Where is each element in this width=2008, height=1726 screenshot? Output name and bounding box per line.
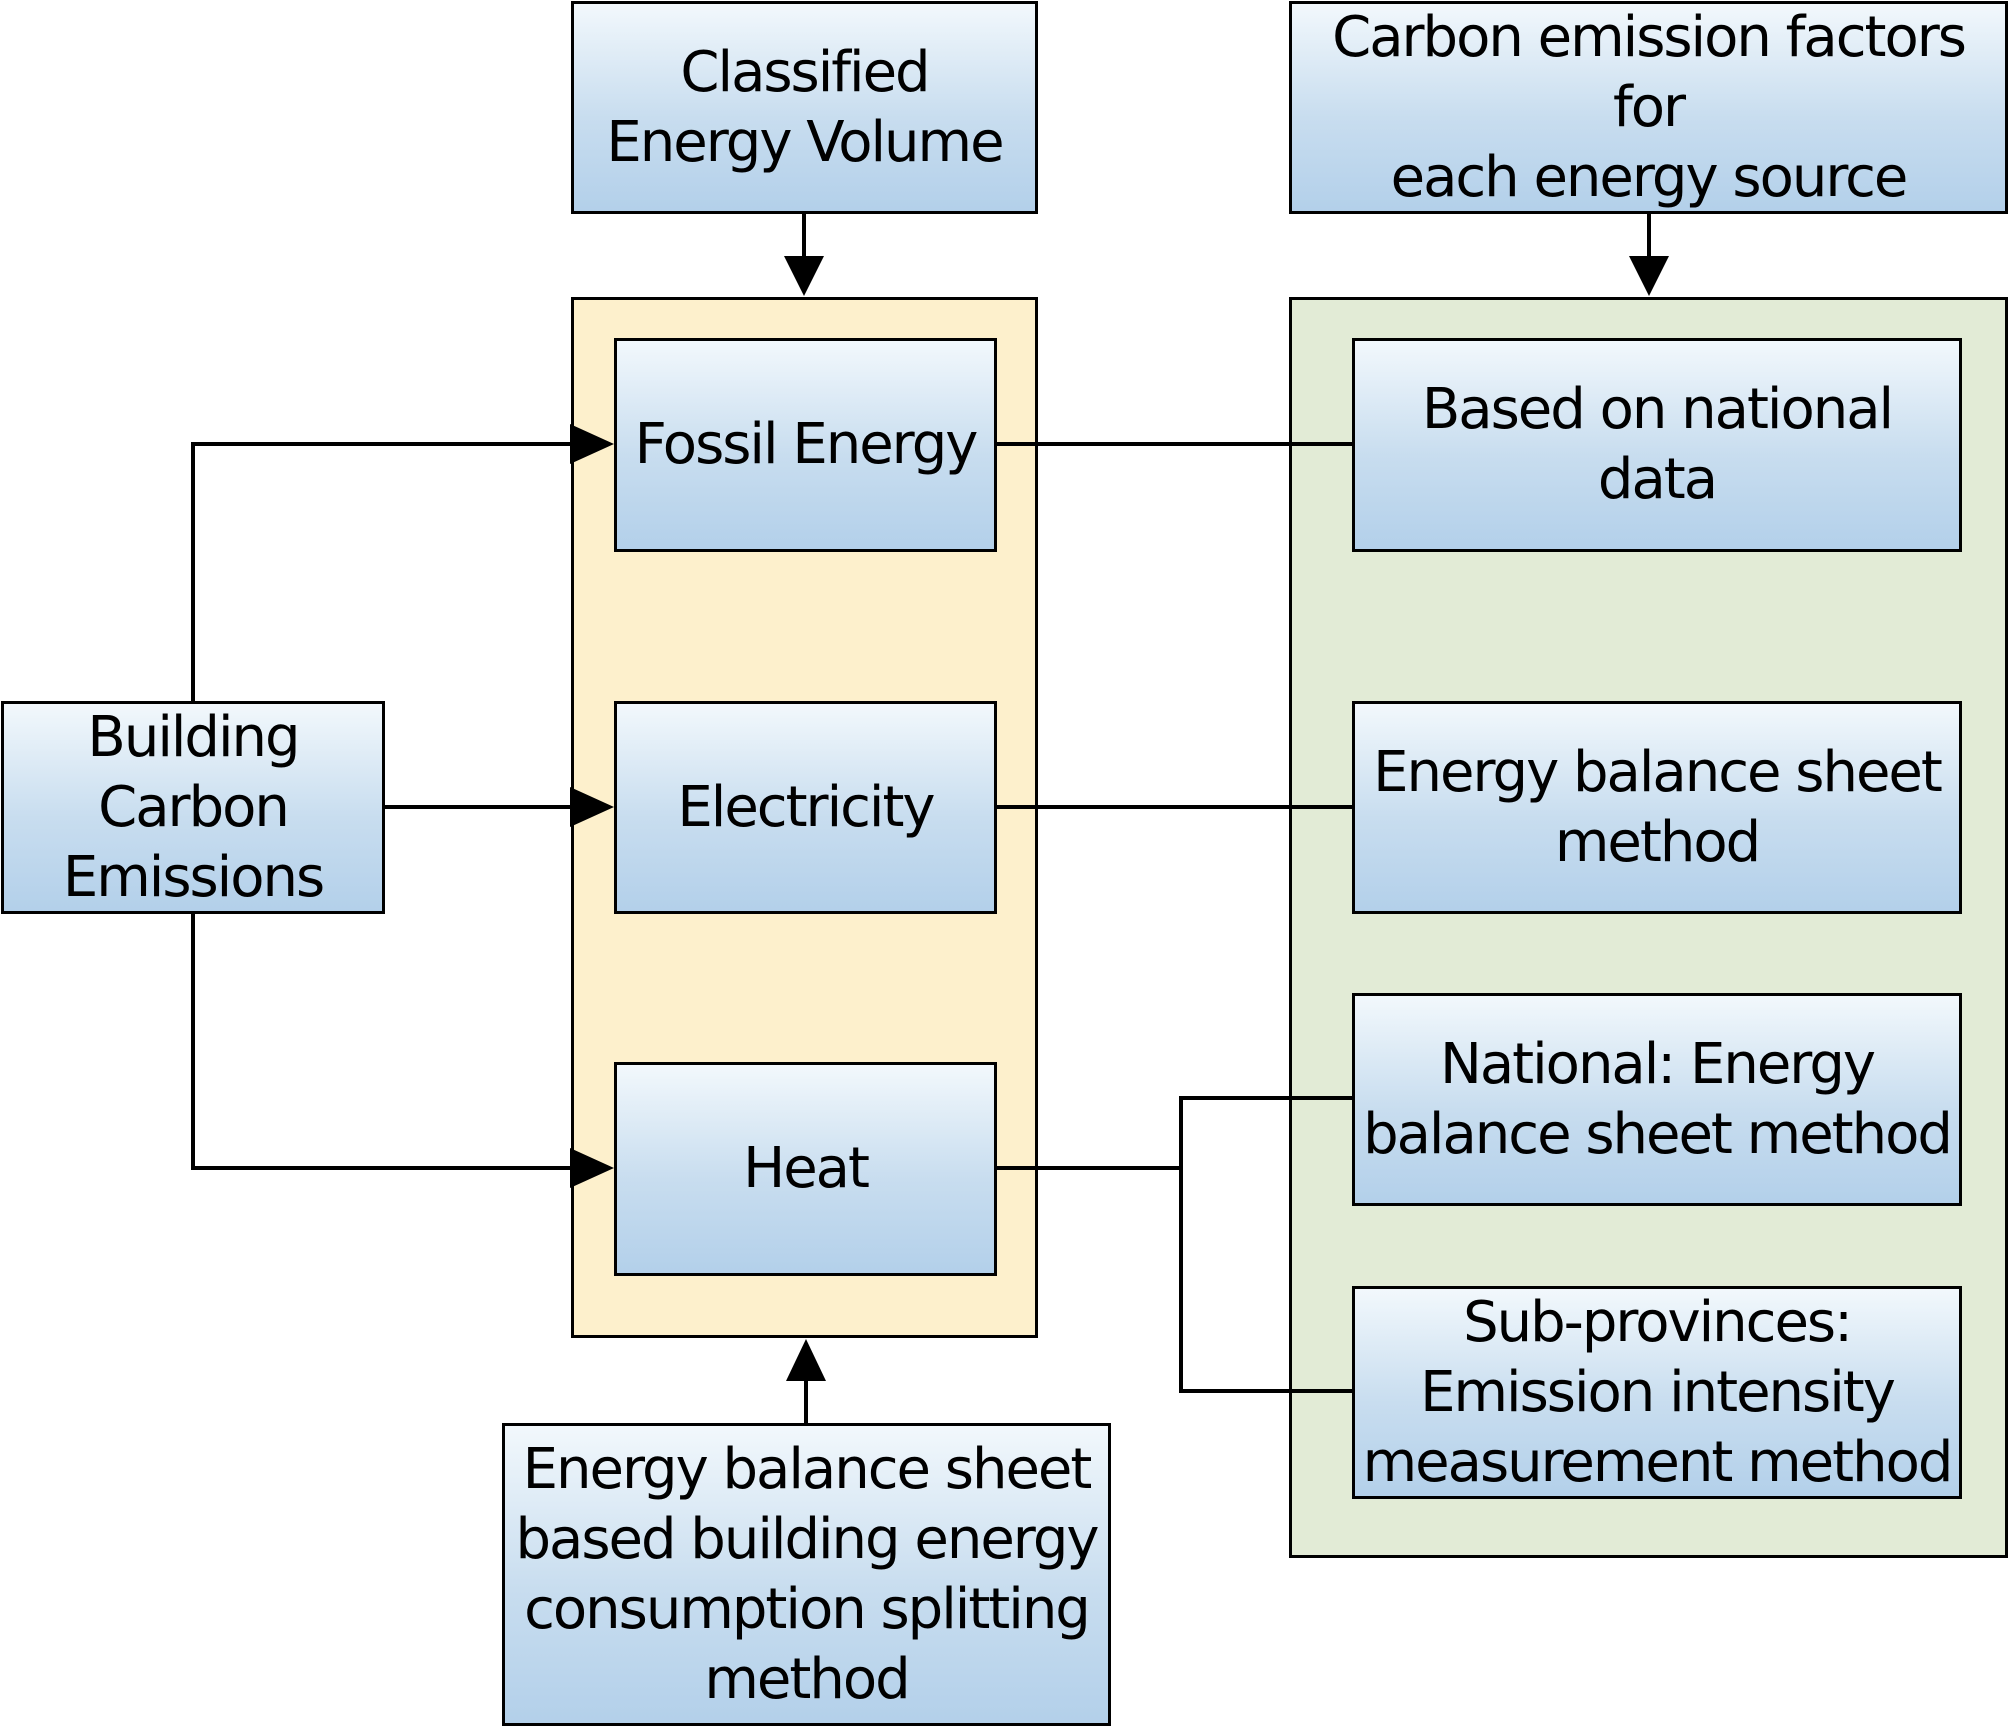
sub-provinces-line-2: Emission intensity (1420, 1359, 1896, 1425)
branch-to-fossil (191, 442, 570, 701)
classified-energy-volume-box: Classified Energy Volume (571, 1, 1038, 214)
heat-box: Heat (614, 1062, 997, 1276)
national-data-box: Based on national data (1352, 338, 1962, 552)
arrowhead-fossil (570, 424, 614, 464)
energy-splitting-method-box: Energy balance sheet based building ener… (502, 1423, 1111, 1726)
carbon-factors-line-1: Carbon emission factors for (1332, 4, 1967, 140)
carbon-emission-factors-box: Carbon emission factors for each energy … (1289, 1, 2008, 214)
building-emissions-line-2: Carbon (98, 774, 290, 840)
splitting-line-3: consumption splitting (524, 1576, 1091, 1642)
balance-sheet-line-2: method (1554, 809, 1761, 875)
national-balance-line-1: National: Energy (1439, 1031, 1876, 1097)
splitting-line-2: based building energy (515, 1506, 1099, 1572)
arrowhead-factors (1629, 256, 1669, 296)
energy-balance-sheet-box: Energy balance sheet method (1352, 701, 1962, 914)
electricity-box: Electricity (614, 701, 997, 914)
arrowhead-electricity (570, 787, 614, 827)
balance-sheet-line-1: Energy balance sheet (1373, 739, 1943, 805)
heat-label: Heat (743, 1136, 870, 1201)
sub-provinces-line-3: measurement method (1362, 1429, 1954, 1495)
national-data-label: Based on national data (1421, 377, 1894, 512)
arrowhead-classified (784, 256, 824, 296)
splitting-line-4: method (704, 1646, 910, 1712)
national-energy-balance-box: National: Energy balance sheet method (1352, 993, 1962, 1206)
national-balance-line-2: balance sheet method (1363, 1101, 1953, 1167)
arrowhead-heat (570, 1148, 614, 1188)
branch-to-heat (191, 913, 570, 1170)
arrowhead-splitting (786, 1339, 826, 1381)
building-carbon-emissions-box: Building Carbon Emissions (1, 701, 385, 914)
sub-provinces-box: Sub-provinces: Emission intensity measur… (1352, 1286, 1962, 1499)
sub-provinces-line-1: Sub-provinces: (1463, 1289, 1853, 1355)
fossil-energy-label: Fossil Energy (634, 412, 979, 477)
building-emissions-line-1: Building (87, 704, 300, 770)
electricity-label: Electricity (677, 774, 935, 840)
classified-energy-line-2: Energy Volume (606, 109, 1004, 175)
carbon-factors-line-2: each energy source (1390, 144, 1909, 210)
splitting-line-1: Energy balance sheet (522, 1436, 1093, 1502)
building-emissions-line-3: Emissions (62, 844, 325, 910)
fossil-energy-box: Fossil Energy (614, 338, 997, 552)
link-heat-national-balance (1179, 1096, 1352, 1393)
classified-energy-line-1: Classified (680, 39, 930, 105)
